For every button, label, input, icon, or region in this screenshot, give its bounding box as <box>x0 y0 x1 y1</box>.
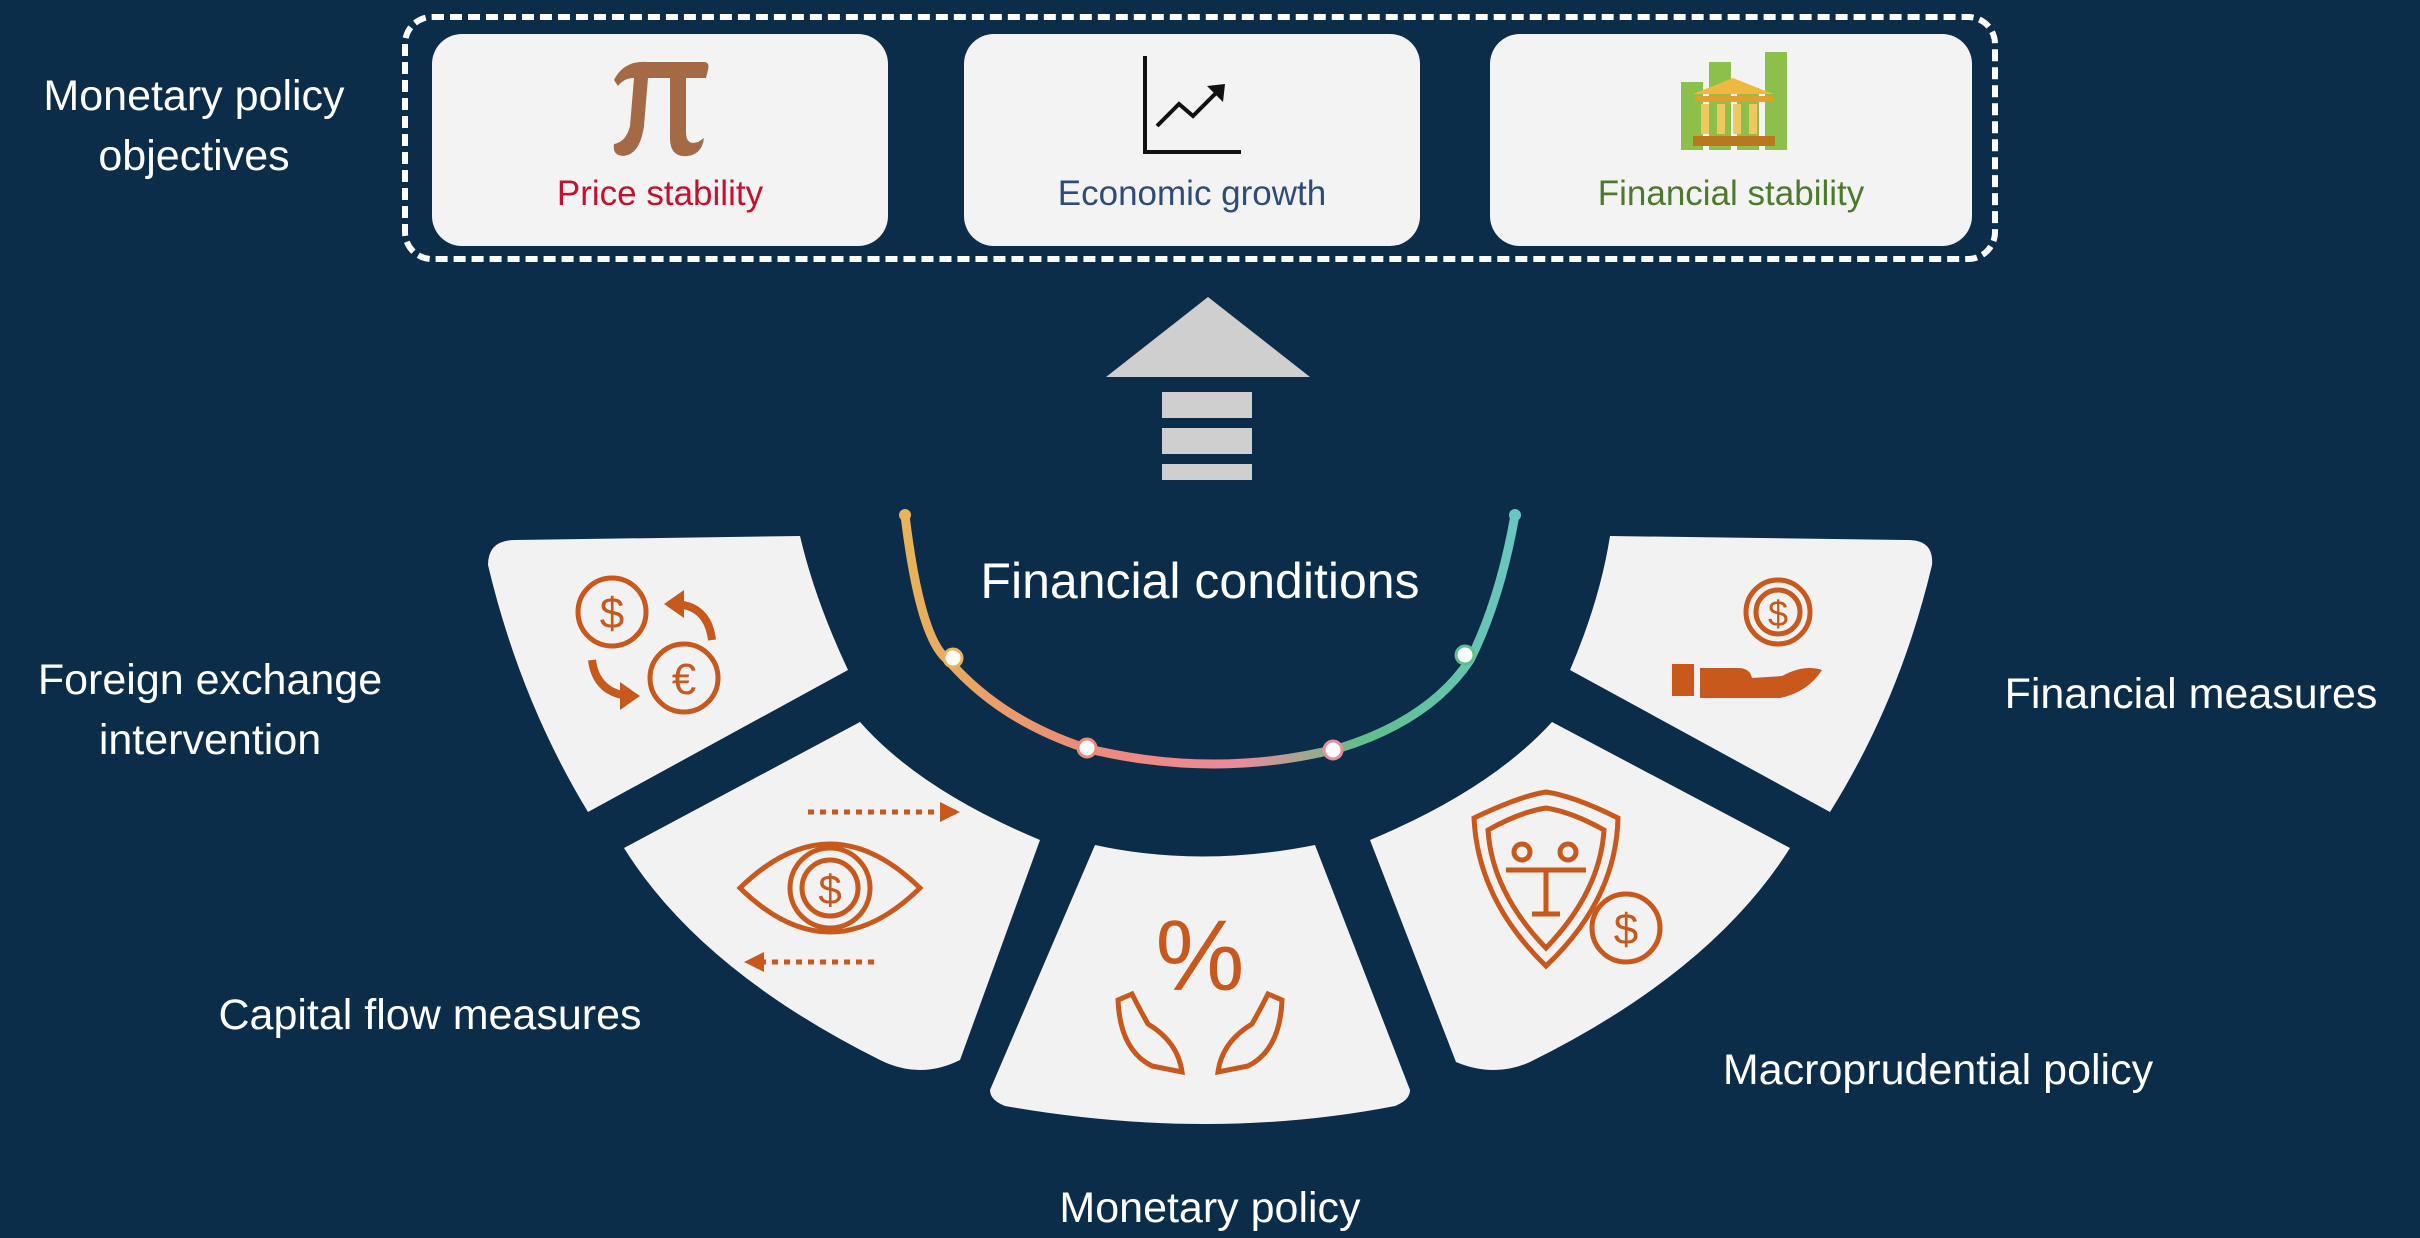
objectives-label-line-2: objectives <box>98 132 290 181</box>
objectives-label-line-1: Monetary policy <box>43 72 345 120</box>
monetary-policy-label: Monetary policy <box>960 1178 1460 1238</box>
svg-text:$: $ <box>818 866 841 913</box>
financial-conditions-label: Financial conditions <box>980 553 1420 609</box>
panel-capital-flow <box>624 722 1040 1070</box>
fx-intervention-label-line-2: intervention <box>98 716 322 765</box>
upward-arrow <box>1106 297 1310 480</box>
fx-intervention-label-line-1: Foreign exchange <box>37 656 383 704</box>
objectives-label: Monetary policy objectives <box>8 66 380 186</box>
objective-financial-stability: Financial stability <box>1490 34 1972 246</box>
financial-stability-label: Financial stability <box>1597 174 1865 213</box>
shield-dollar-icon: $ <box>1471 789 1663 970</box>
svg-text:€: € <box>672 655 696 704</box>
macroprudential-label: Macroprudential policy <box>1658 1040 2218 1100</box>
panel-macroprudential <box>1370 722 1790 1070</box>
eye-dollar-flow-icon: $ <box>736 802 960 972</box>
capital-flow-label: Capital flow measures <box>170 985 690 1045</box>
panel-monetary-policy <box>990 845 1410 1124</box>
fx-intervention-label: Foreign exchange intervention <box>10 650 410 770</box>
arc-node <box>1322 739 1344 761</box>
macroprudential-label-line-1: Macroprudential policy <box>1722 1046 2154 1094</box>
arc-node <box>942 647 964 669</box>
bank-bar-chart-icon <box>1671 48 1791 163</box>
financial-conditions-arc <box>899 509 1521 769</box>
svg-text:$: $ <box>1768 593 1788 634</box>
pi-icon <box>600 46 720 171</box>
hand-coin-icon: $ <box>1672 577 1822 698</box>
objective-price-stability: Price stability <box>432 34 888 246</box>
objective-economic-growth: Economic growth <box>964 34 1420 246</box>
financial-measures-label: Financial measures <box>1966 664 2416 724</box>
svg-text:$: $ <box>1614 905 1638 954</box>
svg-text:%: % <box>1156 900 1245 1012</box>
arc-node <box>1076 737 1098 759</box>
svg-text:$: $ <box>600 589 624 638</box>
percent-hands-icon: % <box>1115 900 1285 1076</box>
arc-node <box>1454 644 1476 666</box>
economic-growth-label: Economic growth <box>1057 174 1327 213</box>
currency-exchange-icon: $ € <box>575 575 721 715</box>
capital-flow-label-line-1: Capital flow measures <box>218 991 642 1039</box>
monetary-policy-label-line-1: Monetary policy <box>1059 1184 1361 1232</box>
objectives-group-frame <box>402 14 1998 262</box>
growth-chart-icon <box>1137 52 1247 167</box>
financial-measures-label-line-1: Financial measures <box>2004 670 2378 718</box>
price-stability-label: Price stability <box>556 174 764 213</box>
panel-financial-measures <box>1570 536 1933 812</box>
